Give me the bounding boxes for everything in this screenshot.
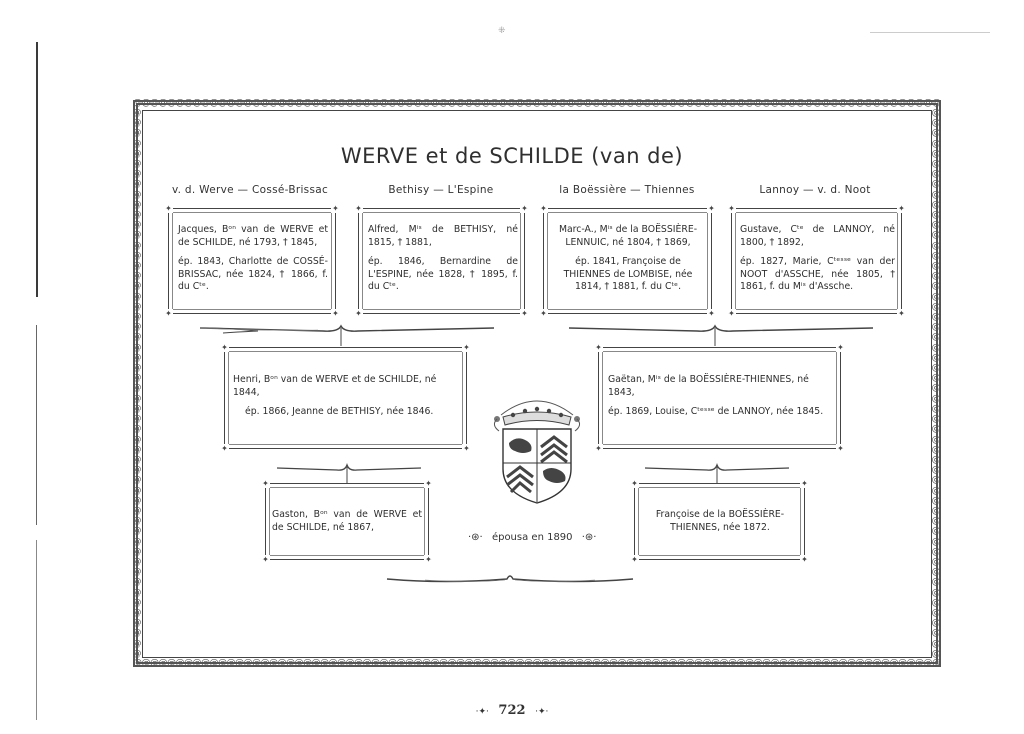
child-entry: Gaston, Bᵒⁿ van de WERVE et de SCHILDE, …	[272, 509, 422, 534]
corner-ornament: ✦	[707, 204, 716, 213]
scan-edge-mark	[36, 325, 37, 525]
parent-box-werve: ✦ ✦ ✦ ✦ Henri, Bᵒⁿ van de WERVE et de SCHI…	[220, 343, 471, 453]
lineage-header-2: Bethisy — L'Espine	[388, 184, 494, 196]
corner-ornament: ✦	[520, 204, 529, 213]
ancestor-name: Jacques, Bᵒⁿ van de WERVE et de SCHILDE,…	[178, 224, 328, 248]
corner-ornament: ✦	[520, 309, 529, 318]
corner-ornament: ✦	[707, 309, 716, 318]
tailpiece-ornament	[386, 575, 634, 583]
ancestor-box-boessiere: ✦ ✦ ✦ ✦ Marc-A., Mⁱˢ de la BOËSSIÈRE-LENNU…	[539, 204, 716, 318]
marriage-text: épousa en 1890	[491, 532, 573, 543]
ancestor-name: Gustave, Cᵗᵉ de LANNOY, né 1800, † 1892,	[740, 224, 895, 248]
ornament-band-right: @@@@@@@@@@@@@@@@@@@@@@@@@@@@@@@@@@@@@@@@…	[931, 108, 941, 660]
scan-speck: ⁜	[498, 26, 506, 36]
corner-ornament: ✦	[331, 309, 340, 318]
corner-ornament: ✦	[630, 555, 639, 564]
ornament-band-left: @@@@@@@@@@@@@@@@@@@@@@@@@@@@@@@@@@@@@@@@…	[132, 108, 142, 660]
ancestor-marriage: ép. 1846, Bernardine de L'ESPINE, née 18…	[368, 256, 518, 292]
ancestor-entry: Marc-A., Mⁱˢ de la BOËSSIÈRE-LENNUIC, né…	[552, 224, 704, 294]
ancestor-box-lannoy: ✦ ✦ ✦ ✦ Gustave, Cᵗᵉ de LANNOY, né 1800, †…	[727, 204, 906, 318]
parent-marriage: ép. 1869, Louise, Cᵗᵉˢˢᵉ de LANNOY, née …	[608, 406, 824, 417]
ornament-dash-icon: ·✦·	[475, 707, 489, 717]
corner-ornament: ✦	[800, 555, 809, 564]
corner-ornament: ✦	[539, 309, 548, 318]
corner-ornament: ✦	[897, 309, 906, 318]
ancestor-marriage: ép. 1827, Marie, Cᵗᵉˢˢᵉ van der NOOT d'A…	[740, 256, 895, 292]
ancestor-box-bethisy: ✦ ✦ ✦ ✦ Alfred, Mⁱˢ de BETHISY, né 1815, †…	[354, 204, 529, 318]
corner-ornament: ✦	[220, 343, 229, 352]
inner-border	[142, 110, 932, 658]
child-box-gaston: ✦ ✦ ✦ ✦ Gaston, Bᵒⁿ van de WERVE et de SCH…	[261, 479, 433, 564]
ancestor-box-werve: ✦ ✦ ✦ ✦ Jacques, Bᵒⁿ van de WERVE et de SC…	[164, 204, 340, 318]
corner-ornament: ✦	[727, 309, 736, 318]
corner-ornament: ✦	[354, 309, 363, 318]
corner-ornament: ✦	[354, 204, 363, 213]
ornament-dot-icon: ·⊛·	[468, 532, 483, 543]
corner-ornament: ✦	[897, 204, 906, 213]
corner-ornament: ✦	[424, 555, 433, 564]
corner-ornament: ✦	[539, 204, 548, 213]
ancestor-name: Marc-A., Mⁱˢ de la BOËSSIÈRE-LENNUIC, né…	[558, 224, 698, 248]
ancestor-marriage: ép. 1841, Françoise de THIENNES de LOMBI…	[563, 256, 693, 292]
corner-ornament: ✦	[727, 204, 736, 213]
ancestor-entry: Alfred, Mⁱˢ de BETHISY, né 1815, † 1881,…	[368, 224, 518, 294]
child-box-francoise: ✦ ✦ ✦ ✦ Françoise de la BOËSSIÈRE-THIENNES…	[630, 479, 809, 564]
corner-ornament: ✦	[836, 343, 845, 352]
connector-brace-right	[568, 324, 874, 346]
crown-icon	[493, 400, 581, 432]
corner-ornament: ✦	[164, 309, 173, 318]
ancestor-name: Alfred, Mⁱˢ de BETHISY, né 1815, † 1881,	[368, 224, 518, 248]
corner-ornament: ✦	[220, 444, 229, 453]
ancestor-entry: Jacques, Bᵒⁿ van de WERVE et de SCHILDE,…	[178, 224, 328, 294]
lineage-header-4: Lannoy — v. d. Noot	[759, 184, 871, 196]
corner-ornament: ✦	[594, 444, 603, 453]
scan-edge-mark	[36, 540, 37, 720]
lineage-header-3: la Boëssière — Thiennes	[559, 184, 695, 196]
scan-edge-mark	[870, 32, 990, 33]
lineage-header-1: v. d. Werve — Cossé-Brissac	[171, 184, 329, 196]
child-name: Françoise de la BOËSSIÈRE-THIENNES, née …	[655, 509, 785, 533]
page-title: WERVE et de SCHILDE (van de)	[340, 144, 684, 168]
outer-border	[133, 100, 941, 667]
ornament-dash-icon: ·✦·	[535, 707, 549, 717]
ancestor-entry: Gustave, Cᵗᵉ de LANNOY, né 1800, † 1892,…	[740, 224, 895, 294]
page-number-value: 722	[498, 703, 526, 718]
corner-ornament: ✦	[261, 555, 270, 564]
child-name: Gaston, Bᵒⁿ van de WERVE et de SCHILDE, …	[272, 509, 422, 533]
ornament-dot-icon: ·⊛·	[581, 532, 597, 543]
ornament-band-top: @@@@@@@@@@@@@@@@@@@@@@@@@@@@@@@@@@@@@@@@…	[133, 99, 941, 108]
parent-box-boessiere: ✦ ✦ ✦ ✦ Gaëtan, Mⁱˢ de la BOËSSIÈRE-THIENN…	[594, 343, 845, 453]
parent-name: Henri, Bᵒⁿ van de WERVE et de SCHILDE, n…	[233, 374, 437, 398]
corner-ornament: ✦	[836, 444, 845, 453]
corner-ornament: ✦	[331, 204, 340, 213]
scan-edge-mark	[36, 42, 38, 297]
ancestor-marriage: ép. 1843, Charlotte de COSSÉ-BRISSAC, né…	[178, 256, 328, 292]
corner-ornament: ✦	[594, 343, 603, 352]
parent-entry: Gaëtan, Mⁱˢ de la BOËSSIÈRE-THIENNES, né…	[608, 374, 836, 419]
corner-ornament: ✦	[462, 444, 471, 453]
corner-ornament: ✦	[630, 479, 639, 488]
corner-ornament: ✦	[462, 343, 471, 352]
corner-ornament: ✦	[800, 479, 809, 488]
connector-brace-lower-left	[276, 462, 422, 484]
corner-ornament: ✦	[164, 204, 173, 213]
parent-entry: Henri, Bᵒⁿ van de WERVE et de SCHILDE, n…	[233, 374, 461, 419]
parent-marriage: ép. 1866, Jeanne de BETHISY, née 1846.	[245, 406, 434, 417]
corner-ornament: ✦	[424, 479, 433, 488]
page-number: ·✦· 722 ·✦·	[0, 703, 1024, 718]
connector-brace-lower-right	[644, 462, 790, 484]
coat-of-arms-icon	[493, 400, 581, 504]
connector-brace-left	[199, 324, 495, 346]
parent-name: Gaëtan, Mⁱˢ de la BOËSSIÈRE-THIENNES, né…	[608, 374, 809, 398]
marriage-note: ·⊛· épousa en 1890 ·⊛·	[468, 532, 596, 543]
corner-ornament: ✦	[261, 479, 270, 488]
child-entry: Françoise de la BOËSSIÈRE-THIENNES, née …	[642, 509, 798, 534]
ornament-band-bottom: @@@@@@@@@@@@@@@@@@@@@@@@@@@@@@@@@@@@@@@@…	[133, 659, 941, 668]
